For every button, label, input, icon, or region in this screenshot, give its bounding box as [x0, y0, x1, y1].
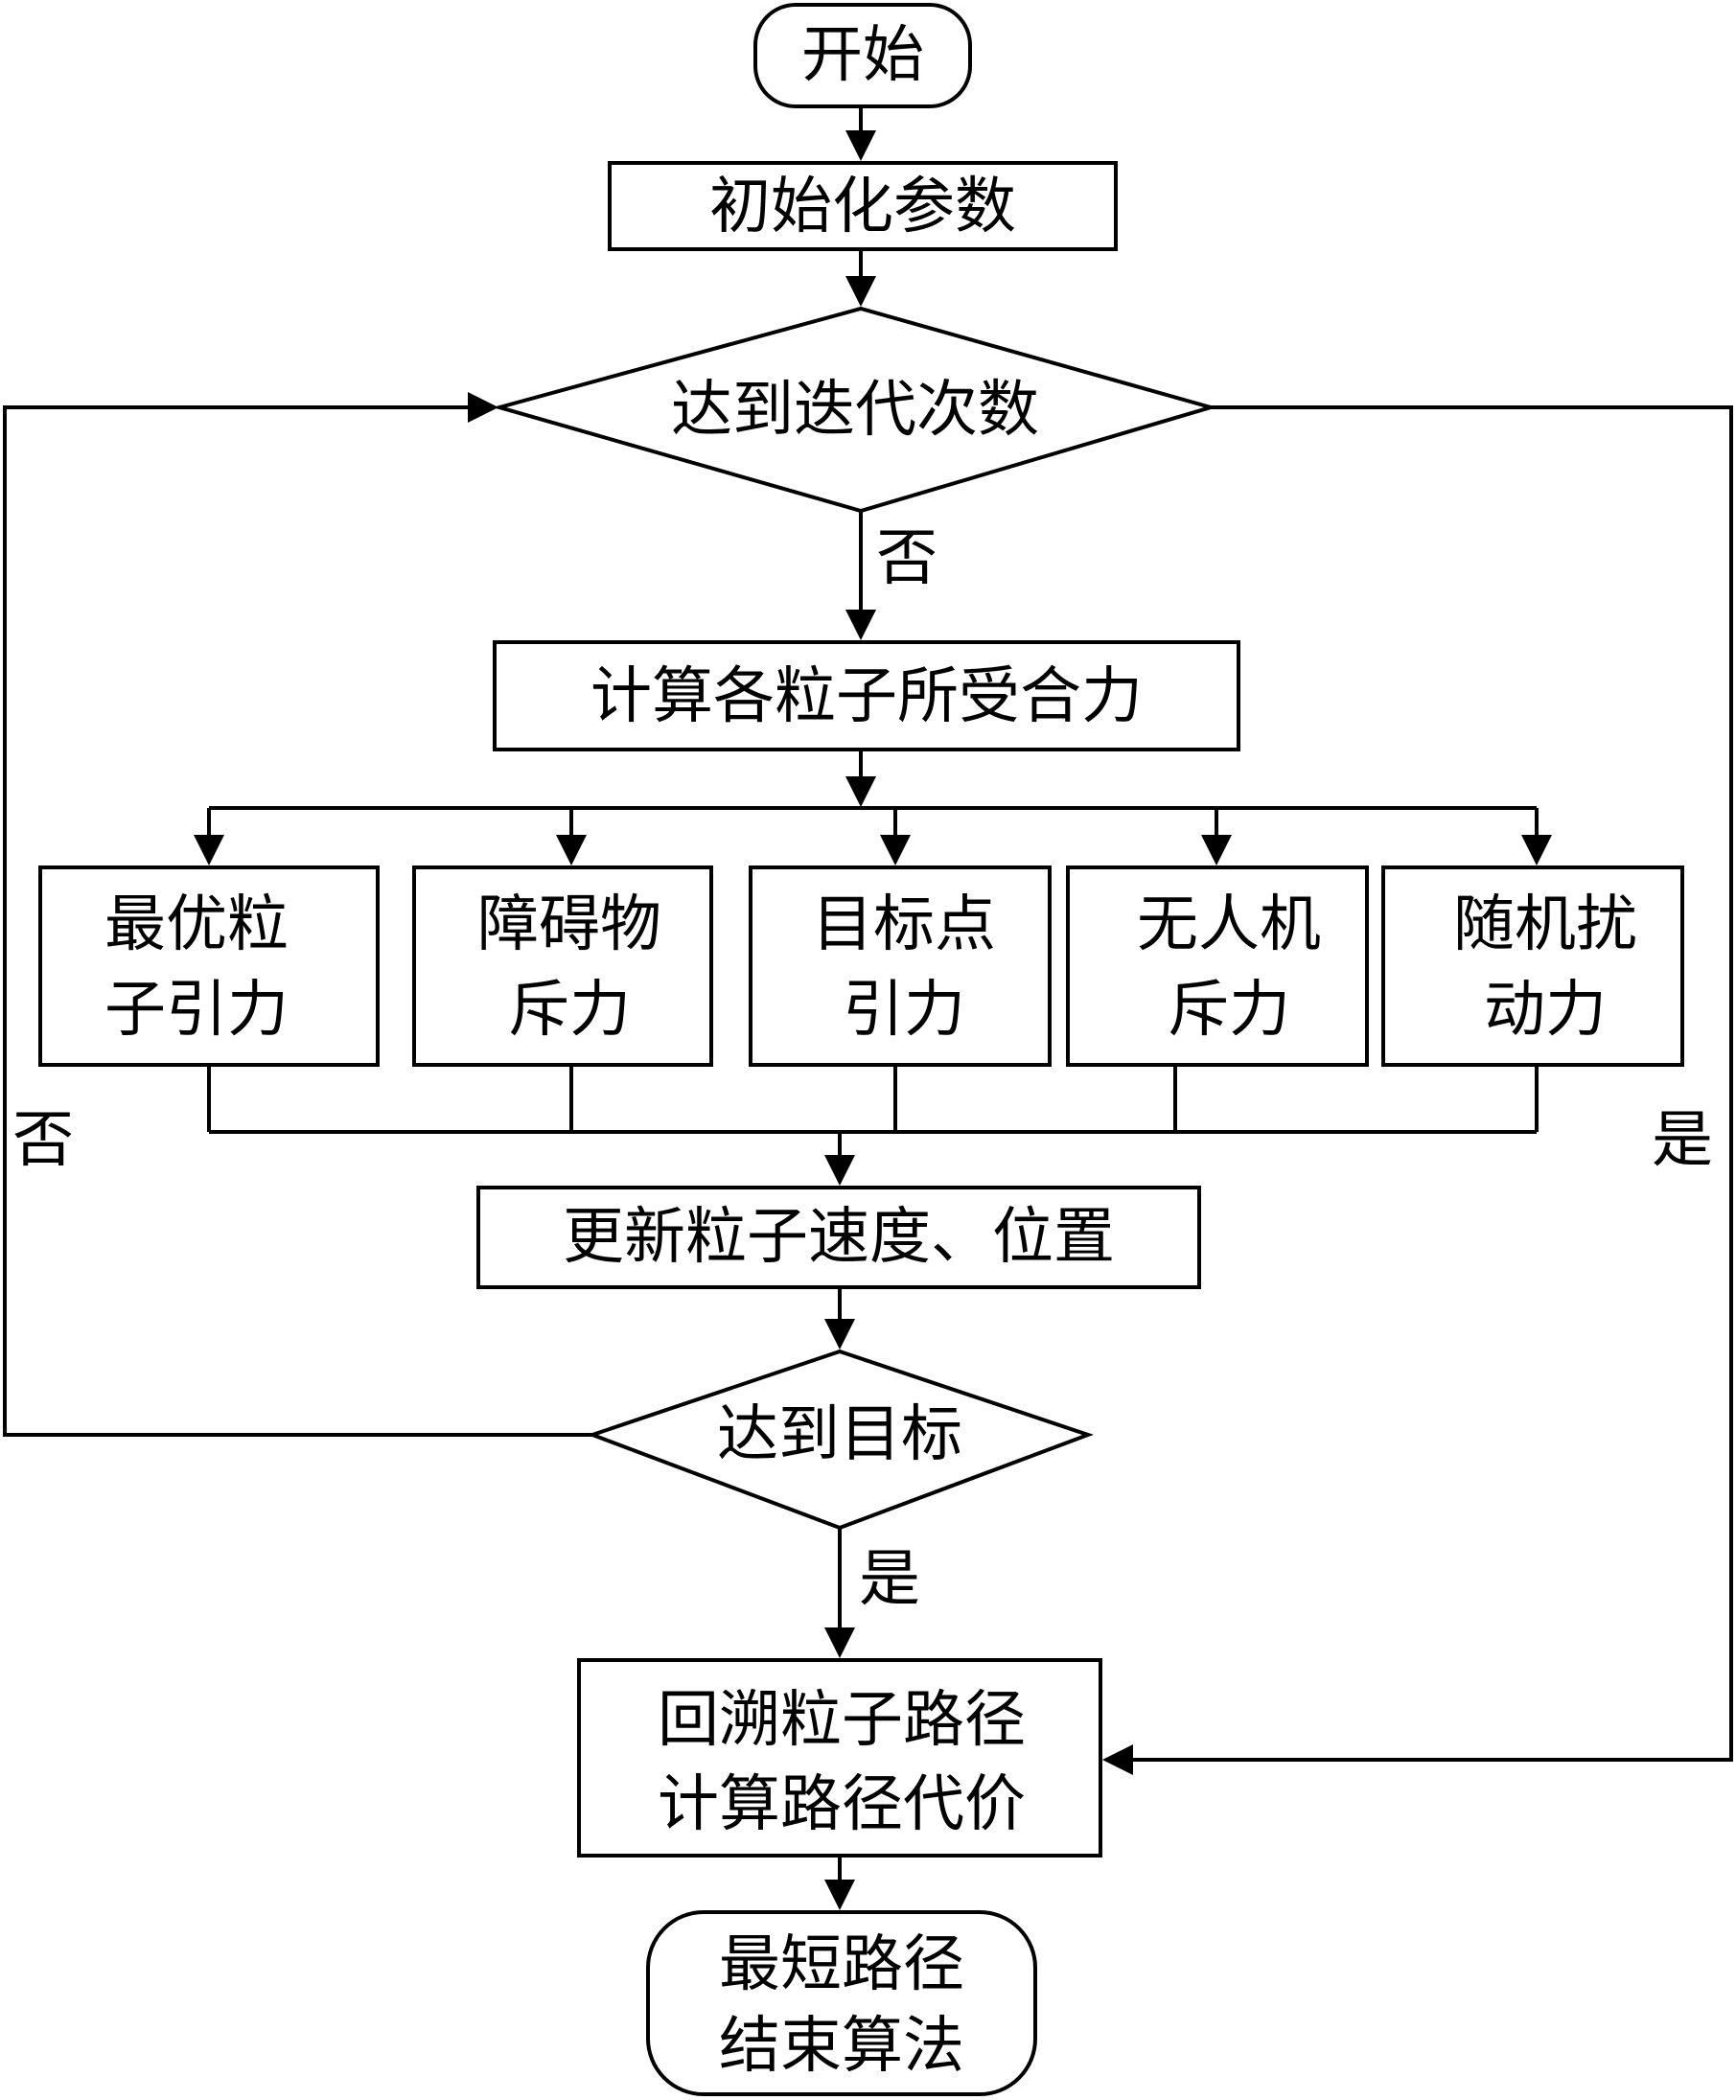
start-label: 开始 [801, 20, 924, 91]
force5-label-line1: 随机扰 [1453, 889, 1637, 960]
edge-iter-exit [1133, 405, 1733, 1762]
force-node-2 [412, 865, 713, 1067]
end-label-line1: 最短路径 [719, 1929, 964, 2000]
force1-label-line2: 子引力 [104, 975, 289, 1046]
compute-force-node [493, 640, 1240, 751]
iter-no-label: 否 [876, 523, 937, 594]
force-node-4 [1066, 865, 1369, 1067]
end-label-line2: 结束算法 [719, 2011, 964, 2082]
iter-yes-label: 是 [1652, 1105, 1713, 1176]
force-node-3 [749, 865, 1052, 1067]
init-node [608, 161, 1118, 251]
arrow-head [824, 1319, 855, 1350]
check-goal-label: 达到目标 [717, 1399, 962, 1470]
arrow-head [1201, 835, 1232, 865]
force5-label-line2: 动力 [1484, 975, 1607, 1046]
arrow-head [824, 1880, 855, 1910]
goal-no-label: 否 [12, 1105, 74, 1176]
backtrack-label-line1: 回溯粒子路径 [658, 1685, 1026, 1756]
force3-label-line2: 引力 [843, 975, 965, 1046]
arrow-head [845, 610, 876, 640]
arrow-head [556, 835, 587, 865]
force2-label-line1: 障碍物 [477, 889, 661, 960]
compute-force-label: 计算各粒子所受合力 [590, 661, 1143, 732]
edge-goal-loop [3, 405, 592, 1437]
end-node [646, 1910, 1037, 2096]
arrow-head [845, 776, 876, 807]
force-node-1 [38, 865, 380, 1067]
backtrack-label-line2: 计算路径代价 [658, 1769, 1026, 1840]
arrow-head [1521, 835, 1552, 865]
arrow-head [824, 1627, 855, 1658]
force3-label-line1: 目标点 [812, 889, 996, 960]
arrow-head [845, 276, 876, 307]
force1-label-line1: 最优粒 [104, 889, 289, 960]
update-node [476, 1186, 1201, 1289]
check-iter-label: 达到迭代次数 [671, 375, 1039, 446]
arrow-head [845, 130, 876, 161]
arrow-head [880, 835, 911, 865]
arrow-head [194, 835, 224, 865]
force4-label-line2: 斥力 [1168, 975, 1290, 1046]
arrow-head [1102, 1744, 1133, 1775]
force2-label-line2: 斥力 [508, 975, 631, 1046]
goal-yes-label: 是 [859, 1544, 920, 1615]
update-label: 更新粒子速度、位置 [563, 1202, 1115, 1273]
init-label: 初始化参数 [709, 172, 1016, 242]
force4-label-line1: 无人机 [1137, 889, 1321, 960]
force-node-5 [1381, 865, 1684, 1067]
check-goal-decision [587, 1349, 1094, 1531]
arrow-head [824, 1155, 855, 1186]
arrow-head [468, 392, 498, 423]
